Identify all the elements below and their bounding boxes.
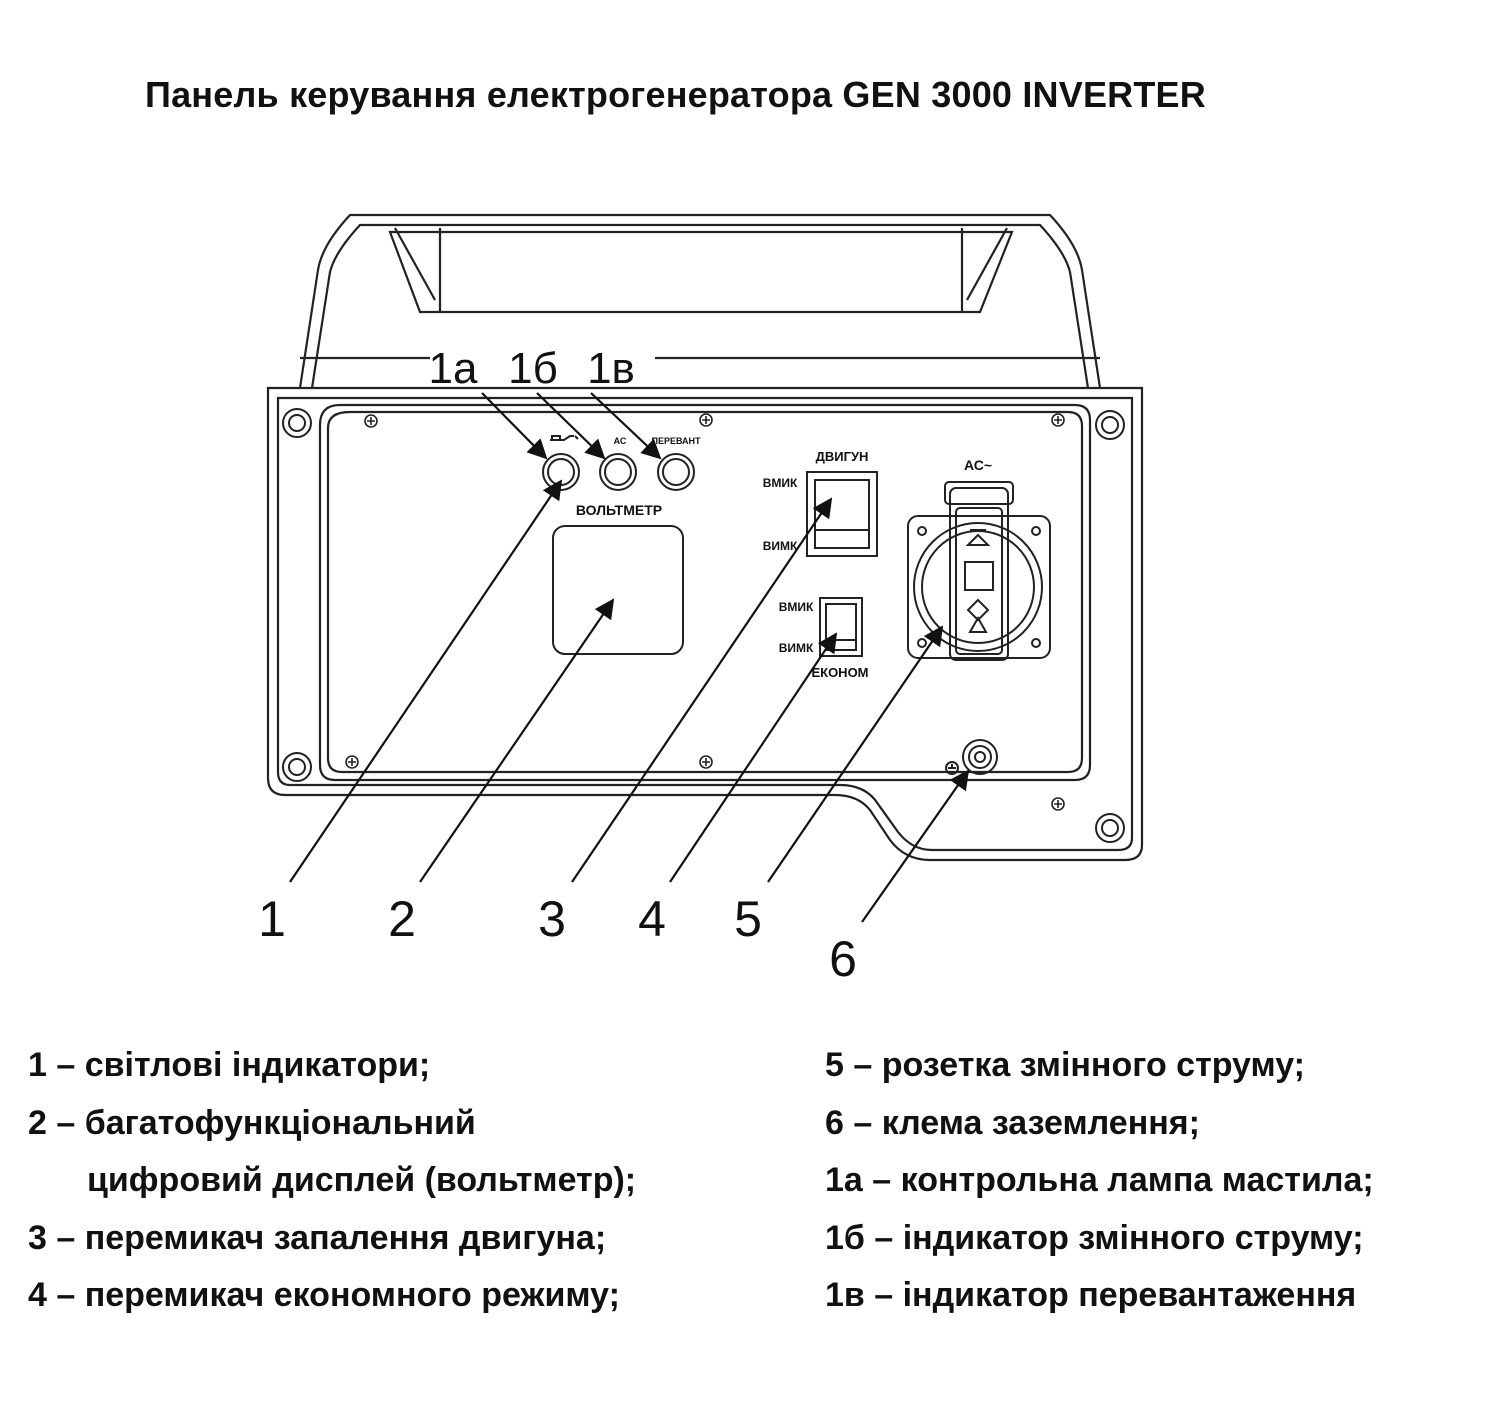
panel-screws bbox=[345, 413, 1065, 811]
legend-item-1: 1 – світлові індикатори; bbox=[28, 1046, 431, 1084]
legend-right: 5 – розетка змінного струму; 6 – клема з… bbox=[825, 1037, 1374, 1325]
socket-label: АС~ bbox=[964, 457, 992, 473]
engine-label: ДВИГУН bbox=[816, 449, 869, 464]
ac-socket bbox=[907, 481, 1051, 661]
overload-indicator-label: ПЕРЕВАНТ bbox=[651, 436, 701, 446]
engine-on-label: ВМИК bbox=[763, 476, 798, 490]
leader-1a bbox=[481, 392, 548, 460]
callout-1a: 1а bbox=[429, 344, 478, 393]
overload-lamp bbox=[657, 453, 695, 491]
legend-item-3: 3 – перемикач запалення двигуна; bbox=[28, 1218, 607, 1257]
callout-6: 6 bbox=[829, 931, 857, 987]
eco-on-label: ВМИК bbox=[779, 600, 814, 614]
legend-item-2-cont: цифровий дисплей (вольтметр); bbox=[87, 1161, 637, 1199]
callout-1c: 1в bbox=[587, 344, 635, 393]
page-title: Панель керування електрогенератора GEN 3… bbox=[145, 74, 1206, 115]
engine-off-label: ВИМК bbox=[763, 539, 798, 553]
legend-item-2: 2 – багатофункціональний bbox=[28, 1103, 476, 1142]
legend-item-1b: 1б – індикатор змінного струму; bbox=[825, 1218, 1364, 1257]
voltmeter-label: ВОЛЬТМЕТР bbox=[576, 502, 662, 518]
corner-bolts bbox=[282, 408, 1125, 843]
callout-4: 4 bbox=[638, 891, 666, 947]
callout-1b: 1б bbox=[508, 344, 558, 393]
econ-label: ЕКОНОМ bbox=[811, 665, 868, 680]
control-panel-diagram: АС ПЕРЕВАНТ ВОЛЬТМЕТР ДВИГУН ВМИК ВИМК В… bbox=[258, 213, 1144, 987]
ac-indicator-label: АС bbox=[614, 436, 627, 446]
leader-2 bbox=[419, 598, 615, 883]
leader-1b bbox=[536, 392, 606, 460]
legend-item-6: 6 – клема заземлення; bbox=[825, 1103, 1200, 1142]
legend-item-5: 5 – розетка змінного струму; bbox=[825, 1046, 1305, 1084]
callout-1: 1 bbox=[258, 891, 286, 947]
legend-item-1a: 1а – контрольна лампа мастила; bbox=[825, 1161, 1374, 1199]
leader-4 bbox=[669, 632, 838, 883]
ground-terminal bbox=[945, 739, 998, 775]
leader-lines bbox=[289, 392, 970, 923]
legend-left: 1 – світлові індикатори; 2 – багатофункц… bbox=[28, 1037, 636, 1325]
leader-1 bbox=[289, 479, 563, 883]
eco-switch bbox=[819, 597, 863, 657]
callout-2: 2 bbox=[388, 891, 416, 947]
callout-5: 5 bbox=[734, 891, 762, 947]
leader-3 bbox=[571, 497, 833, 883]
leader-1c bbox=[590, 392, 662, 460]
callout-3: 3 bbox=[538, 891, 566, 947]
leader-5 bbox=[767, 625, 944, 883]
leader-6 bbox=[861, 769, 970, 923]
voltmeter-display bbox=[552, 525, 684, 655]
eco-off-label: ВИМК bbox=[779, 641, 814, 655]
oil-can-icon bbox=[550, 435, 579, 441]
ac-lamp bbox=[599, 453, 637, 491]
legend-item-4: 4 – перемикач економного режиму; bbox=[28, 1276, 620, 1314]
engine-switch bbox=[806, 471, 878, 557]
legend-item-1c: 1в – індикатор перевантаження bbox=[825, 1276, 1357, 1314]
generator-housing bbox=[266, 213, 1144, 862]
